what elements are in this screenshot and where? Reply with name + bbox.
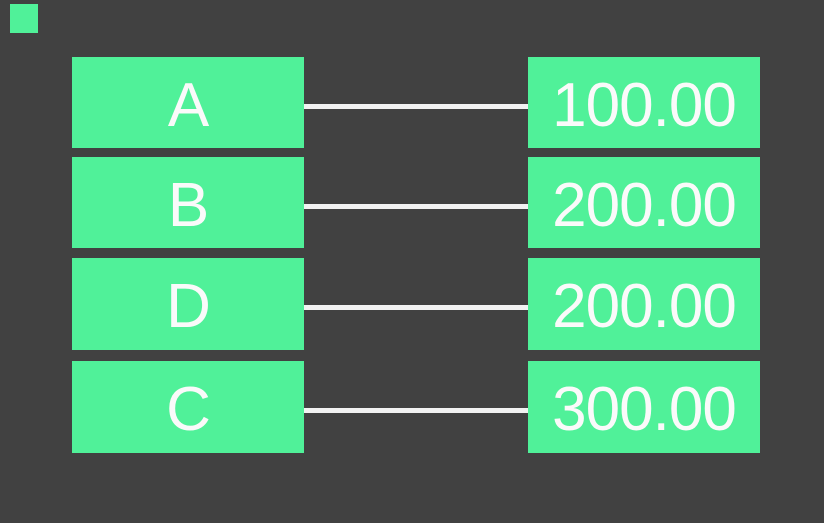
left-node-label: B <box>167 170 209 240</box>
left-node[interactable]: A <box>72 57 304 148</box>
right-node-label: 100.00 <box>552 70 737 140</box>
left-node[interactable]: D <box>72 258 304 350</box>
corner-marker-square <box>10 4 38 33</box>
connector-line <box>304 408 528 413</box>
right-node[interactable]: 300.00 <box>528 361 760 453</box>
match-row: B 200.00 <box>0 157 824 248</box>
left-node[interactable]: B <box>72 157 304 248</box>
match-row: A 100.00 <box>0 57 824 148</box>
right-node-label: 200.00 <box>552 272 737 341</box>
right-node[interactable]: 100.00 <box>528 57 760 148</box>
right-node-label: 200.00 <box>552 170 737 240</box>
connector-line <box>304 204 528 209</box>
left-node[interactable]: C <box>72 361 304 453</box>
right-node-label: 300.00 <box>552 375 737 444</box>
connector-line <box>304 104 528 109</box>
left-node-label: C <box>166 375 211 444</box>
match-row: D 200.00 <box>0 258 824 350</box>
left-node-label: D <box>166 272 211 341</box>
connector-line <box>304 305 528 310</box>
left-node-label: A <box>167 70 209 140</box>
match-row: C 300.00 <box>0 361 824 453</box>
right-node[interactable]: 200.00 <box>528 157 760 248</box>
right-node[interactable]: 200.00 <box>528 258 760 350</box>
